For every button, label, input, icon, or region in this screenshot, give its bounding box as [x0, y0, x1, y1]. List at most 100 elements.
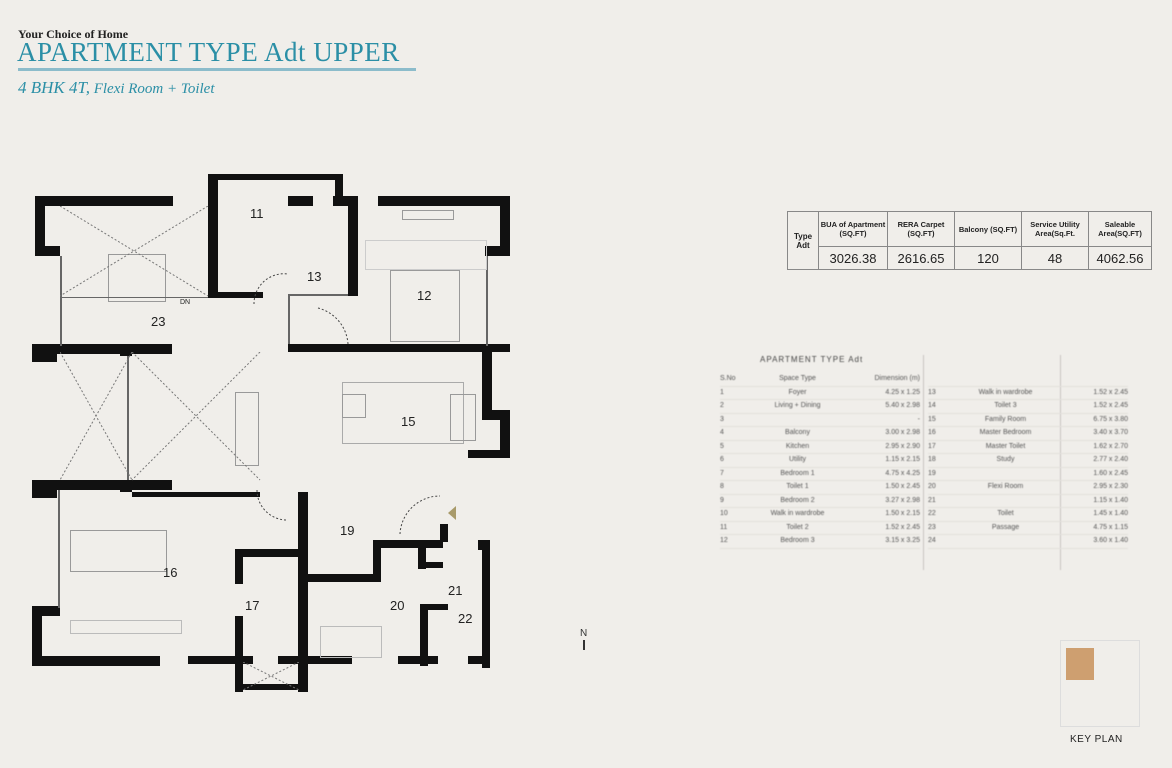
schedule-dim: 2.77 x 2.40 — [1093, 456, 1128, 463]
schedule-space: Bedroom 1 — [780, 469, 815, 477]
schedule-dim: 5.40 x 2.98 — [885, 402, 920, 409]
north-indicator: N — [580, 628, 587, 650]
schedule-dim: - — [917, 415, 920, 423]
schedule-no: 19 — [928, 469, 936, 477]
room-label-15: 15 — [401, 414, 416, 429]
schedule-no: 11 — [720, 523, 728, 531]
schedule-no: 1 — [720, 388, 724, 396]
schedule-no: 17 — [928, 442, 936, 450]
area-summary-table: Type Adt BUA of Apartment (SQ.FT) RERA C… — [787, 211, 1152, 270]
room-label-20: 20 — [390, 598, 405, 613]
header-service-utility: Service Utility Area(Sq.Ft. — [1021, 211, 1089, 247]
header-rera-carpet: RERA Carpet (SQ.FT) — [887, 211, 955, 247]
schedule-space: Walk in wardrobe — [978, 388, 1033, 396]
floor-plan: 11 12 13 15 16 17 19 20 21 22 23 DN — [30, 172, 520, 692]
value-bua: 3026.38 — [818, 246, 888, 270]
schedule-dim: 1.52 x 2.45 — [1093, 402, 1128, 409]
schedule-dim: 4.25 x 1.25 — [885, 388, 920, 396]
schedule-space: Study — [996, 456, 1015, 463]
schedule-no: 21 — [928, 496, 936, 504]
schedule-space: Foyer — [788, 388, 807, 396]
schedule-no: 4 — [720, 429, 724, 436]
schedule-dim: 4.75 x 4.25 — [885, 469, 920, 477]
schedule-row: 1 Foyer 4.25 x 1.25 — [720, 387, 920, 400]
subtitle-config: 4 BHK 4T, — [18, 78, 90, 97]
schedule-no: 8 — [720, 483, 724, 490]
schedule-no: 23 — [928, 523, 936, 531]
room-label-12: 12 — [417, 288, 432, 303]
schedule-space: Master Toilet — [985, 442, 1026, 450]
schedule-space — [958, 535, 1053, 548]
schedule-space: Family Room — [984, 415, 1027, 423]
key-plan: KEY PLAN — [1060, 640, 1140, 750]
value-balcony: 120 — [954, 246, 1022, 270]
schedule-dim: 6.75 x 3.80 — [1093, 415, 1128, 423]
schedule-dim: 4.75 x 1.15 — [1093, 523, 1128, 531]
room-label-11: 11 — [250, 206, 264, 221]
schedule-space: Toilet — [997, 510, 1014, 517]
schedule-space: Bedroom 3 — [780, 537, 815, 544]
schedule-dim: 1.60 x 2.45 — [1093, 469, 1128, 477]
schedule-space: Kitchen — [785, 442, 810, 450]
room-label-23: 23 — [151, 314, 166, 329]
schedule-row: 21 1.15 x 1.40 — [928, 495, 1128, 508]
type-label: Type Adt — [787, 211, 819, 270]
schedule-row: 17 Master Toilet 1.62 x 2.70 — [928, 441, 1128, 454]
header-dim: Dimension (m) — [874, 375, 920, 382]
schedule-dim: 1.15 x 1.40 — [1093, 496, 1128, 504]
schedule-no: 12 — [720, 537, 728, 544]
schedule-dim: 1.62 x 2.70 — [1093, 442, 1128, 450]
schedule-row: 24 3.60 x 1.40 — [928, 535, 1128, 549]
schedule-row: 6 Utility 1.15 x 2.15 — [720, 454, 920, 468]
schedule-space: Toilet 1 — [786, 483, 809, 490]
schedule-space: Walk in wardrobe — [770, 510, 825, 517]
schedule-row: 3- — [720, 414, 920, 427]
title-underline — [18, 68, 416, 71]
tagline: Your Choice of Home — [18, 27, 129, 41]
schedule-dim: 3.40 x 3.70 — [1093, 429, 1128, 436]
schedule-dim: 3.00 x 2.98 — [885, 429, 920, 436]
schedule-space: Master Bedroom — [979, 429, 1032, 436]
schedule-dim: 3.15 x 3.25 — [885, 537, 920, 544]
schedule-space: Utility — [788, 456, 807, 463]
room-label-21: 21 — [448, 583, 463, 598]
schedule-no: 3 — [720, 415, 724, 423]
entry-arrow-icon — [448, 506, 456, 520]
schedule-row: 19 1.60 x 2.45 — [928, 468, 1128, 481]
schedule-title: APARTMENT TYPE Adt — [760, 355, 864, 364]
schedule-space — [750, 414, 845, 427]
schedule-row: 12 Bedroom 3 3.15 x 3.25 — [720, 535, 920, 549]
schedule-space: Flexi Room — [987, 483, 1024, 490]
header-sno: S.No — [720, 375, 736, 382]
north-label: N — [580, 628, 588, 639]
room-label-19: 19 — [340, 523, 355, 538]
value-saleable: 4062.56 — [1088, 246, 1152, 270]
value-rera-carpet: 2616.65 — [887, 246, 955, 270]
schedule-dim: 1.50 x 2.15 — [885, 510, 920, 517]
schedule-dim: 1.52 x 2.45 — [885, 523, 920, 531]
schedule-space — [958, 468, 1053, 481]
schedule-space: Toilet 3 — [994, 402, 1017, 409]
schedule-dim: 3.60 x 1.40 — [1093, 537, 1128, 544]
schedule-space: Balcony — [785, 429, 810, 436]
schedule-no: 24 — [928, 537, 936, 544]
schedule-no: 9 — [720, 496, 724, 504]
schedule-row: 11 Toilet 2 1.52 x 2.45 — [720, 522, 920, 535]
schedule-dim: 1.15 x 2.15 — [885, 456, 920, 463]
header-balcony: Balcony (SQ.FT) — [954, 211, 1022, 247]
header-saleable: Saleable Area(SQ.FT) — [1088, 211, 1152, 247]
value-service-utility: 48 — [1021, 246, 1089, 270]
header-space: Space Type — [779, 375, 816, 382]
schedule-space: Toilet 2 — [786, 523, 809, 531]
schedule-no: 6 — [720, 456, 724, 463]
